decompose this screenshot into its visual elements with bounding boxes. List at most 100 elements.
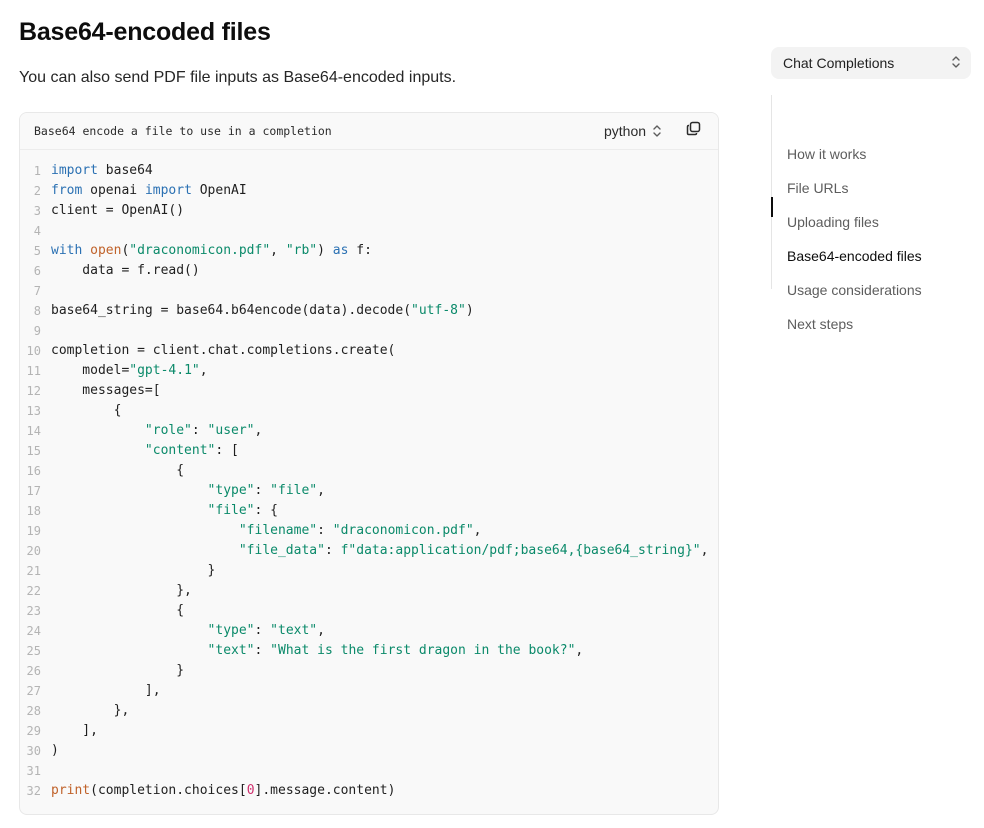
code-line: 9	[20, 321, 718, 341]
code-line: 24 "type": "text",	[20, 621, 718, 641]
code-line: 23 {	[20, 601, 718, 621]
code-text: ],	[51, 723, 98, 738]
toc-active-marker	[771, 197, 773, 217]
chevron-up-down-icon	[951, 55, 961, 72]
code-line: 10 completion = client.chat.completions.c…	[20, 341, 718, 361]
line-number: 31	[26, 764, 41, 778]
section-heading: Base64-encoded files	[19, 18, 271, 46]
code-text: completion = client.chat.completions.cre…	[51, 343, 396, 358]
line-number: 18	[26, 504, 41, 518]
api-selector[interactable]: Chat Completions	[771, 47, 971, 79]
language-label: python	[604, 123, 647, 139]
code-line: 31	[20, 761, 718, 781]
code-line: 27 ],	[20, 681, 718, 701]
line-number: 11	[26, 364, 41, 378]
line-number: 16	[26, 464, 41, 478]
toc-item-file-urls[interactable]: File URLs	[787, 180, 849, 196]
code-text: model="gpt-4.1",	[51, 363, 208, 378]
code-text: import base64	[51, 163, 153, 178]
code-line: 1 import base64	[20, 161, 718, 181]
code-line: 11 model="gpt-4.1",	[20, 361, 718, 381]
code-line: 6 data = f.read()	[20, 261, 718, 281]
code-line: 4	[20, 221, 718, 241]
line-number: 17	[26, 484, 41, 498]
language-selector[interactable]: python	[604, 122, 662, 140]
line-number: 14	[26, 424, 41, 438]
line-number: 24	[26, 624, 41, 638]
code-line: 32 print(completion.choices[0].message.co…	[20, 781, 718, 801]
line-number: 20	[26, 544, 41, 558]
code-text: "type": "file",	[207, 483, 325, 498]
code-text: base64_string = base64.b64encode(data).d…	[51, 303, 474, 318]
code-line: 22 },	[20, 581, 718, 601]
table-of-contents: How it works File URLs Uploading files B…	[771, 95, 972, 332]
chevron-up-down-icon	[652, 124, 662, 138]
section-lead: You can also send PDF file inputs as Bas…	[19, 69, 457, 86]
code-text: with open("draconomicon.pdf", "rb") as f…	[51, 243, 372, 258]
line-number: 10	[26, 344, 41, 358]
code-line: 16 {	[20, 461, 718, 481]
toc-item-usage-considerations[interactable]: Usage considerations	[787, 282, 922, 298]
line-number: 15	[26, 444, 41, 458]
code-text: }	[51, 663, 185, 678]
code-line: 30)	[20, 741, 718, 761]
code-text: "type": "text",	[207, 623, 325, 638]
code-text: {	[51, 603, 185, 618]
copy-button[interactable]	[684, 121, 702, 141]
code-line: 13 {	[20, 401, 718, 421]
code-text: messages=[	[51, 383, 161, 398]
code-line: 5 with open("draconomicon.pdf", "rb") as …	[20, 241, 718, 261]
line-number: 7	[33, 284, 41, 298]
code-text: {	[51, 403, 122, 418]
line-number: 28	[26, 704, 41, 718]
code-text: client = OpenAI()	[51, 203, 185, 218]
code-line: 15 "content": [	[20, 441, 718, 461]
code-text: "role": "user",	[144, 423, 263, 438]
code-text: }	[51, 563, 216, 578]
code-line: 7	[20, 281, 718, 301]
code-line: 29 ],	[20, 721, 718, 741]
toc-item-next-steps[interactable]: Next steps	[787, 316, 854, 332]
line-number: 32	[26, 784, 41, 798]
toc-item-uploading-files[interactable]: Uploading files	[787, 214, 879, 230]
code-text: "text": "What is the first dragon in the…	[207, 643, 584, 658]
toc-item-how-it-works[interactable]: How it works	[787, 146, 867, 162]
line-number: 26	[26, 664, 41, 678]
code-text: from openai import OpenAI	[51, 183, 247, 198]
line-number: 8	[33, 304, 41, 318]
toc-item-base64-encoded-files[interactable]: Base64-encoded files	[787, 248, 922, 264]
code-text: },	[51, 583, 192, 598]
copy-icon	[686, 121, 701, 141]
code-block-title: Base64 encode a file to use in a complet…	[34, 124, 332, 138]
code-line: 18 "file": {	[20, 501, 718, 521]
code-line: 8 base64_string = base64.b64encode(data).…	[20, 301, 718, 321]
line-number: 12	[26, 384, 41, 398]
code-text: {	[51, 463, 185, 478]
line-number: 6	[33, 264, 41, 278]
code-line: 12 messages=[	[20, 381, 718, 401]
code-text: },	[51, 703, 130, 718]
code-text: print(completion.choices[0].message.cont…	[51, 783, 396, 798]
line-number: 19	[26, 524, 41, 538]
code-line: 26 }	[20, 661, 718, 681]
line-number: 29	[26, 724, 41, 738]
line-number: 21	[26, 564, 41, 578]
line-number: 3	[33, 204, 41, 218]
code-line: 20 "file_data": f"data:application/pdf;b…	[20, 541, 718, 561]
code-text: ],	[51, 683, 161, 698]
line-number: 30	[26, 744, 41, 758]
line-number: 5	[33, 244, 41, 258]
line-number: 27	[26, 684, 41, 698]
line-number: 22	[26, 584, 41, 598]
line-number: 1	[33, 164, 41, 178]
code-text: "filename": "draconomicon.pdf",	[238, 523, 482, 538]
code-line: 17 "type": "file",	[20, 481, 718, 501]
code-line: 21 }	[20, 561, 718, 581]
code-block-header: Base64 encode a file to use in a complet…	[20, 113, 718, 150]
api-selector-label: Chat Completions	[783, 55, 895, 71]
code-text: "file_data": f"data:application/pdf;base…	[238, 543, 709, 558]
line-number: 9	[33, 324, 41, 338]
line-number: 25	[26, 644, 41, 658]
